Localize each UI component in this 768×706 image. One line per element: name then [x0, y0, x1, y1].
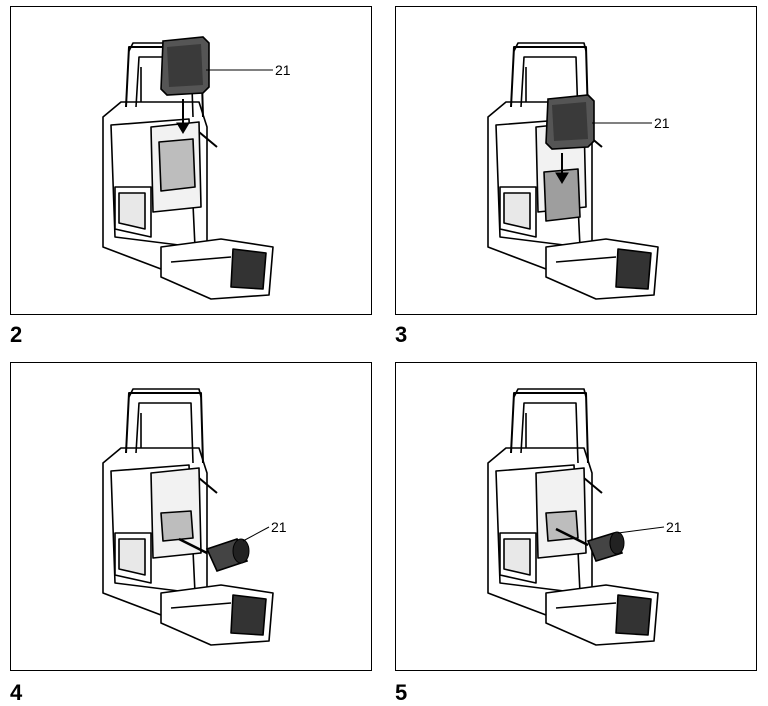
radio-battery-seated-illustration: 21	[487, 42, 670, 300]
callout-label: 21	[654, 115, 670, 131]
adapter-plug-icon	[555, 527, 625, 562]
radio-adapter-insert-illustration: 21	[102, 388, 287, 646]
figure-number: 4	[10, 680, 23, 705]
figure-number: 5	[395, 680, 408, 705]
callout-label: 21	[275, 62, 291, 78]
figure-4-panel: 21	[10, 362, 372, 671]
radio-battery-insert-illustration: 21	[102, 36, 291, 300]
battery-pack-icon	[160, 36, 210, 96]
radio-adapter-removed-illustration: 21	[487, 388, 682, 646]
down-arrow-icon	[176, 99, 190, 134]
adapter-plug-icon	[178, 537, 250, 572]
figure-number: 3	[395, 322, 408, 347]
callout-label: 21	[271, 519, 287, 535]
figure-number: 2	[10, 322, 23, 347]
figure-5-panel: 21	[395, 362, 757, 671]
battery-pack-icon	[545, 94, 595, 150]
down-arrow-icon	[555, 153, 569, 184]
figure-3-panel: 21	[395, 6, 757, 315]
callout-label: 21	[666, 519, 682, 535]
figure-2-panel: 21	[10, 6, 372, 315]
